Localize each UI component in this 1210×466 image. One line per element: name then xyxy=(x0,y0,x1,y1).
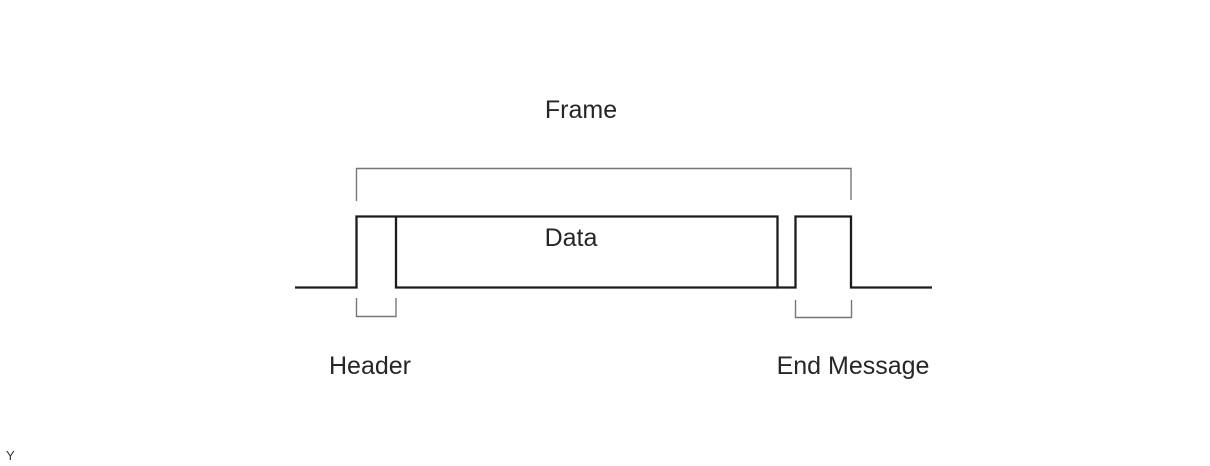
end-message-extent-bracket xyxy=(794,300,853,319)
signal-waveform-line xyxy=(295,215,932,289)
corner-mark: Y xyxy=(6,448,15,463)
data-label: Data xyxy=(545,224,598,252)
end-message-label: End Message xyxy=(777,352,930,380)
header-label: Header xyxy=(329,352,411,380)
frame-extent-bracket xyxy=(355,167,852,201)
data-box-outline xyxy=(394,217,778,289)
frame-label: Frame xyxy=(545,96,617,124)
header-extent-bracket xyxy=(355,298,397,318)
